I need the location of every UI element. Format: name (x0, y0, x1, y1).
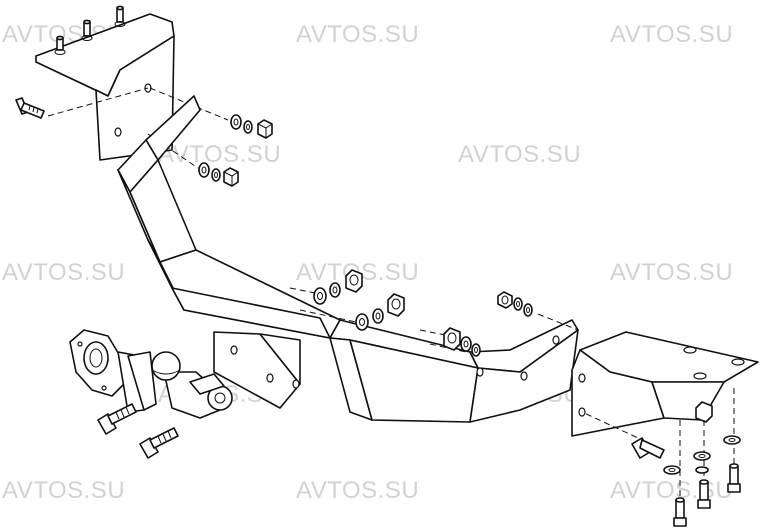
main-crossbeam (117, 95, 579, 423)
washer (723, 435, 741, 445)
bolt (15, 97, 45, 119)
nut (443, 327, 461, 351)
washer (313, 287, 327, 305)
bolt (139, 427, 179, 459)
socket-bracket (69, 329, 157, 413)
bolt (697, 479, 711, 509)
nut (497, 291, 513, 309)
washer (243, 120, 253, 134)
bolt (673, 497, 687, 527)
washer (355, 313, 369, 331)
washer (198, 162, 210, 178)
washer (460, 336, 472, 352)
washer (471, 343, 481, 357)
washer (663, 465, 681, 475)
bolt (631, 437, 665, 459)
nut (223, 167, 239, 187)
washer (695, 466, 709, 474)
tow-ball (151, 351, 233, 419)
nut (257, 119, 273, 139)
nut (387, 293, 405, 317)
left-mounting-bracket (35, 5, 175, 161)
washer (693, 451, 711, 461)
nut (345, 269, 363, 293)
washer (329, 282, 341, 298)
washer (230, 114, 242, 130)
washer (372, 308, 384, 324)
right-mounting-bracket (571, 331, 759, 437)
washer (211, 168, 221, 182)
bolt (97, 403, 137, 435)
washer (513, 297, 523, 311)
washer (523, 303, 533, 317)
bolt (727, 463, 741, 493)
